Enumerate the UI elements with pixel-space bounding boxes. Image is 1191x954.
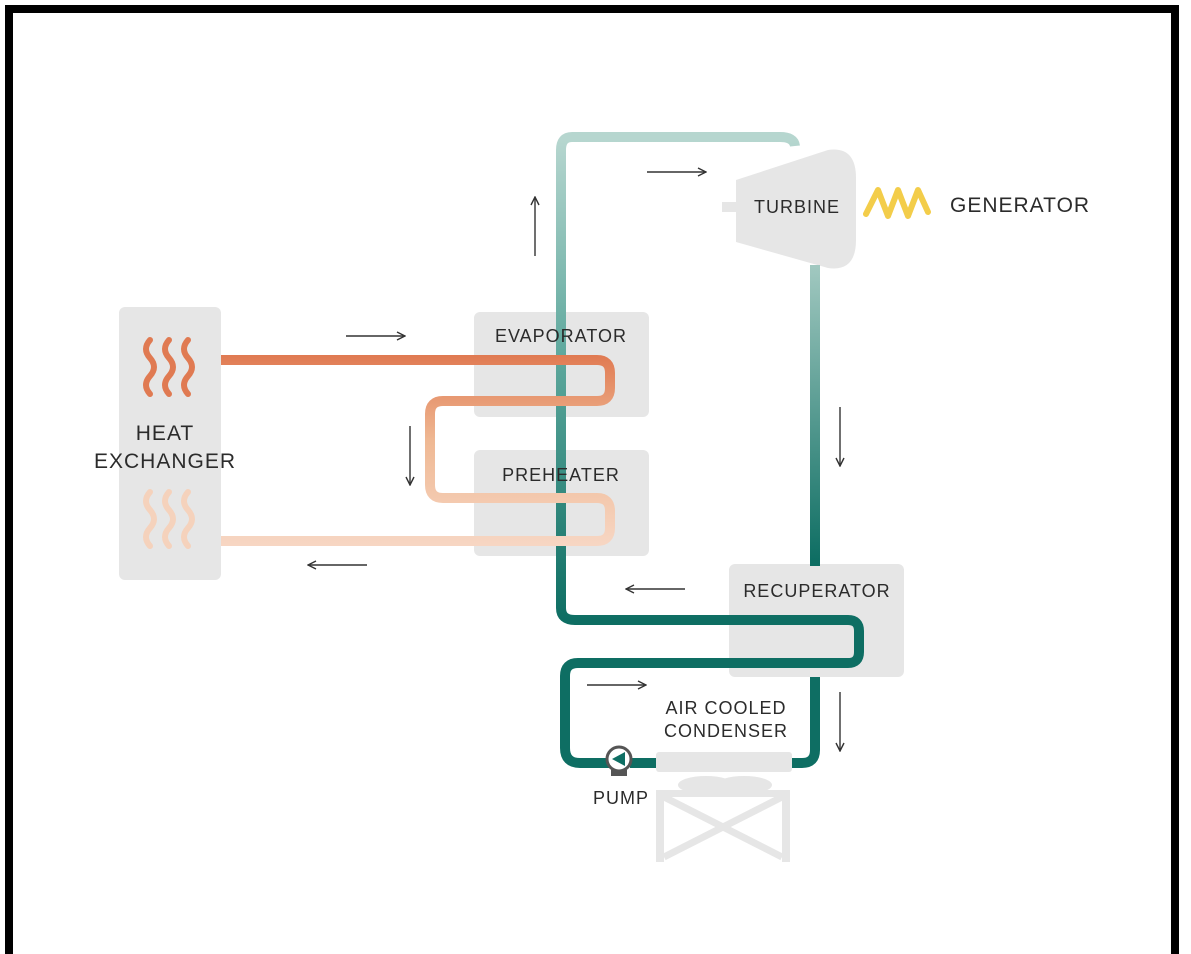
pump-label: PUMP	[593, 788, 649, 808]
cool-waves-icon	[143, 489, 195, 549]
turbine-label: TURBINE	[754, 197, 840, 217]
condenser-label-line1: AIR COOLED	[665, 698, 786, 718]
turbine-shape	[736, 149, 856, 269]
heat-exchanger-label-line1: HEAT	[136, 422, 194, 445]
recuperator-label: RECUPERATOR	[743, 581, 890, 601]
heat-exchanger-box	[119, 307, 221, 580]
heat-exchanger-label-line2: EXCHANGER	[94, 450, 236, 473]
working-fluid-pipe-condenser	[630, 677, 820, 768]
hot-waves-icon	[143, 337, 195, 397]
pump-icon	[605, 745, 633, 776]
hot-fluid-pipe	[221, 355, 615, 546]
condenser-label-line2: CONDENSER	[664, 721, 788, 741]
working-fluid-pipe-left	[556, 132, 864, 768]
evaporator-label: EVAPORATOR	[495, 326, 627, 346]
generator-icon	[863, 187, 931, 219]
generator-label: GENERATOR	[950, 194, 1090, 217]
turbine-shaft	[722, 202, 738, 212]
condenser-unit	[656, 752, 792, 862]
preheater-label: PREHEATER	[502, 465, 620, 485]
flow-arrows	[308, 172, 840, 751]
